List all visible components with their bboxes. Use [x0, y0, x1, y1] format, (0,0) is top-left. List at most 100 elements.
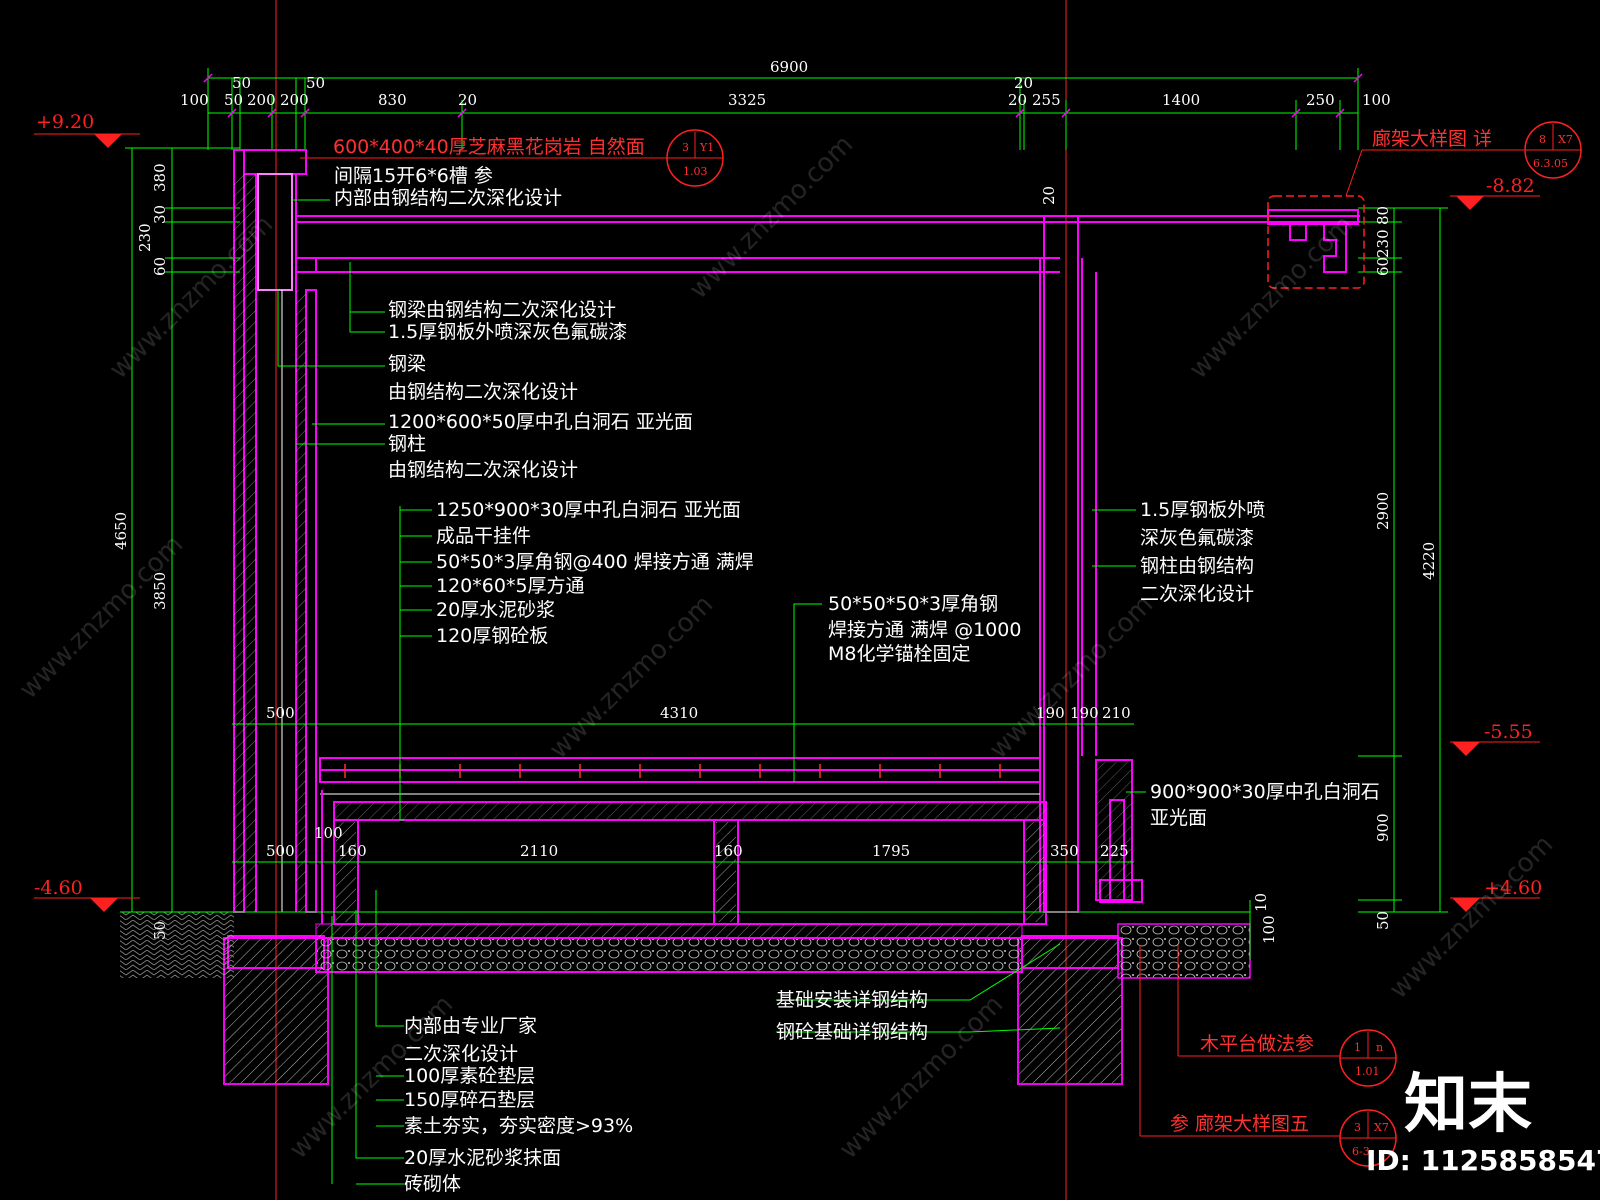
dim-100-right: 100: [1362, 91, 1391, 109]
level-minus-8-82: -8.82: [1486, 175, 1535, 197]
dim-50: 50: [224, 91, 243, 109]
note-travertine-1200: 1200*600*50厚中孔白洞石 亚光面: [388, 411, 693, 433]
note-right-paint: 深灰色氟碳漆: [1140, 527, 1254, 549]
note-angle-50: 50*50*50*3厚角钢: [828, 593, 998, 615]
watermark-4: www.znzmo.com: [14, 530, 189, 705]
level-marker-top-left: +9.20: [34, 111, 140, 148]
tag-bottom2-sheet: 6-3: [1352, 1145, 1370, 1158]
level-marker-right-upper: -8.82: [1450, 175, 1540, 210]
dim-200b: 200: [280, 91, 309, 109]
level-plus-4-60: +4.60: [1484, 877, 1542, 899]
dim-top-50b: 50: [306, 74, 325, 92]
dim-3325: 3325: [728, 91, 766, 109]
level-marker-right-mid: -5.55: [1450, 721, 1540, 756]
left-dimension-lines: [125, 147, 240, 913]
watermark-9: www.znzmo.com: [1384, 830, 1559, 1005]
dim-mid-1795: 1795: [872, 842, 910, 860]
note-manufacturer: 内部由专业厂家: [404, 1015, 537, 1037]
note-travertine-900: 900*900*30厚中孔白洞石: [1150, 781, 1380, 803]
dim-mid-160b: 160: [714, 842, 743, 860]
note-plain-concrete: 100厚素砼垫层: [404, 1065, 535, 1087]
note-groove: 间隔15开6*6槽 参: [334, 165, 493, 187]
dim-mid-225: 225: [1100, 842, 1129, 860]
note-matte: 亚光面: [1150, 807, 1207, 829]
dim-left-3850: 3850: [151, 572, 169, 610]
tag-top-right-sheet: 6.3.05: [1533, 157, 1568, 170]
red-callout-reference: 参 廊架大样图五 3 X7 6-3: [1139, 945, 1397, 1167]
tag-bottom2-num: 3: [1354, 1121, 1361, 1134]
dim-mid-210: 210: [1102, 704, 1131, 722]
dim-1400: 1400: [1162, 91, 1200, 109]
note-pergola-detail: 廊架大样图 详: [1372, 128, 1492, 150]
note-right-plate: 1.5厚钢板外喷: [1140, 499, 1265, 521]
note-compaction: 素土夯实，夯实密度>93%: [404, 1115, 633, 1137]
support-hatch-2: [716, 822, 736, 922]
foundations: [120, 912, 1251, 1085]
note-angle-steel: 50*50*3厚角钢@400 焊接方通 满焊: [436, 551, 754, 573]
dim-mid-190a: 190: [1036, 704, 1065, 722]
dim-250: 250: [1306, 91, 1335, 109]
tag-bottom1-sheet: 1.01: [1355, 1065, 1380, 1078]
dim-mid-4310: 4310: [660, 704, 698, 722]
dim-small-10: 10: [1252, 893, 1270, 912]
dim-100-left: 100: [180, 91, 209, 109]
dim-mid-500b: 500: [266, 842, 295, 860]
red-callout-wood-deck: 木平台做法参 1 n 1.01: [1177, 945, 1397, 1087]
dim-20b: 20: [1008, 91, 1027, 109]
note-travertine-1250: 1250*900*30厚中孔白洞石 亚光面: [436, 499, 741, 521]
tag-top-right-num: 8: [1539, 133, 1546, 146]
dim-right-230: 230: [1374, 229, 1392, 258]
dim-mid-2110: 2110: [520, 842, 558, 860]
note-right-column: 钢柱由钢结构: [1140, 555, 1254, 577]
watermark-5: www.znzmo.com: [544, 590, 719, 765]
top-dimension-ticks: [203, 73, 1363, 118]
tag-bottom1-num: 1: [1354, 1041, 1361, 1054]
note-beam-steel: 钢梁由钢结构二次深化设计: [388, 299, 616, 321]
dim-mid-350: 350: [1050, 842, 1079, 860]
note-brick: 砖砌体: [404, 1173, 461, 1195]
tag-bottom2-code: X7: [1374, 1121, 1389, 1134]
tag-top-center-num: 3: [682, 141, 689, 154]
dim-right-60: 60: [1374, 257, 1392, 276]
note-secondary-design: 二次深化设计: [404, 1043, 518, 1065]
left-stone-hatch: [296, 290, 306, 912]
note-steel-internal: 内部由钢结构二次深化设计: [334, 187, 562, 209]
note-column-design: 由钢结构二次深化设计: [388, 459, 578, 481]
right-dimension-lines: [1358, 207, 1448, 913]
watermark-8: www.znzmo.com: [834, 990, 1009, 1165]
note-mortar: 20厚水泥砂浆: [436, 599, 555, 621]
red-callout-top-right: 廊架大样图 详 8 X7 6.3.05: [1267, 121, 1582, 289]
dim-top-50a: 50: [232, 74, 251, 92]
note-fluorocarbon: 1.5厚钢板外喷深灰色氟碳漆: [388, 321, 627, 343]
note-concrete-slab: 120厚钢砼板: [436, 625, 548, 647]
note-granite-cap: 600*400*40厚芝麻黑花岗岩 自然面: [333, 136, 645, 158]
note-plaster: 20厚水泥砂浆抹面: [404, 1147, 561, 1169]
dim-left-60: 60: [151, 257, 169, 276]
tag-top-center-code: Y1: [699, 141, 714, 154]
dim-right-4220: 4220: [1420, 542, 1438, 580]
bench-slab-hatch: [334, 803, 1046, 819]
dim-right-50: 50: [1374, 911, 1392, 930]
note-ref-pergola: 参 廊架大样图五: [1170, 1113, 1309, 1135]
level-plus-9-20: +9.20: [36, 111, 94, 133]
watermark-6: www.znzmo.com: [984, 590, 1159, 765]
dim-mid-20: 20: [1040, 186, 1058, 205]
dim-total-6900: 6900: [770, 58, 808, 76]
dim-200a: 200: [247, 91, 276, 109]
note-beam: 钢梁: [388, 353, 426, 375]
leader-lines: [277, 199, 1146, 1185]
level-marker-right-bottom: +4.60: [1450, 877, 1542, 912]
dim-mid-500a: 500: [266, 704, 295, 722]
dim-left-30: 30: [151, 205, 169, 224]
dim-mid-160a: 160: [338, 842, 367, 860]
level-marker-left-bottom: -4.60: [34, 877, 140, 912]
note-gravel: 150厚碎石垫层: [404, 1089, 535, 1111]
dim-255: 255: [1032, 91, 1061, 109]
detail-tag-top-center: 3 Y1 1.03: [666, 129, 724, 187]
top-dimension-lines: [207, 68, 1359, 150]
support-hatch-3: [1026, 822, 1044, 922]
dim-right-80: 80: [1374, 206, 1392, 225]
mid-dimension-lines: [232, 723, 1251, 960]
dim-mid-190b: 190: [1070, 704, 1099, 722]
